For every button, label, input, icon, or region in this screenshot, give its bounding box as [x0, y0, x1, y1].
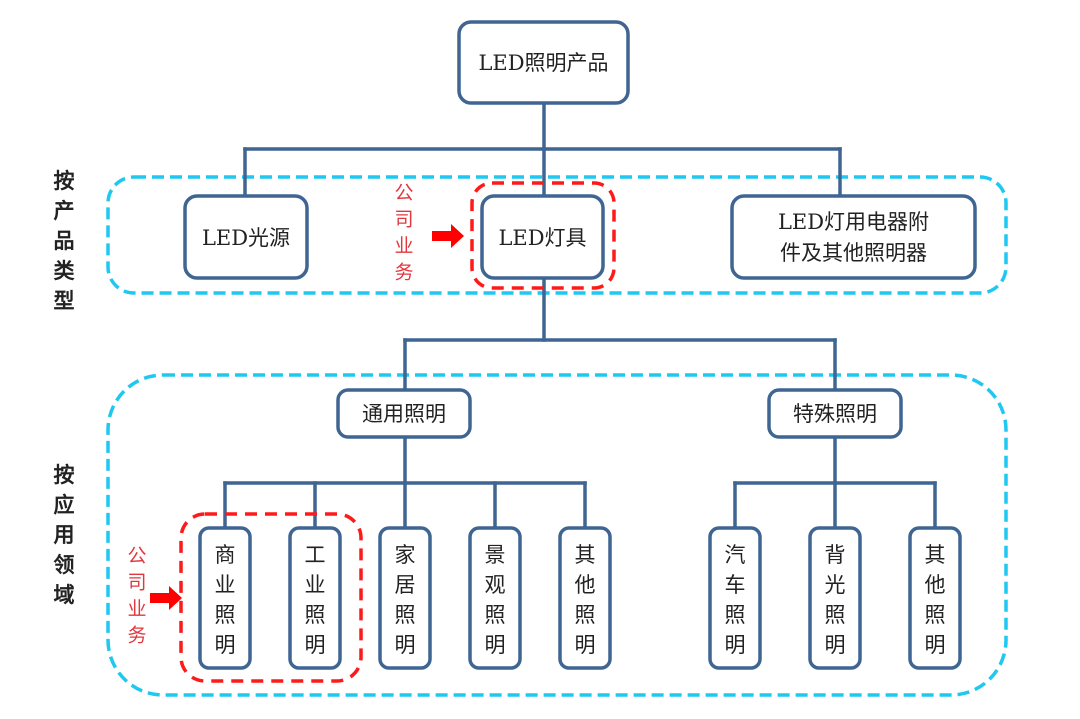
leaf-node-char: 景 [485, 543, 506, 567]
root-node[interactable]: LED照明产品 [457, 20, 630, 105]
company-business-highlight-fixtures [470, 181, 616, 290]
leaf-node-char: 明 [925, 633, 946, 657]
label-char: 按 [54, 462, 75, 487]
leaf-node-char: 照 [725, 603, 746, 627]
leaf-node-char: 汽 [725, 543, 746, 567]
leaf-node-char: 照 [395, 603, 416, 627]
leaf-node-char: 其 [575, 543, 596, 567]
node-led-accessories[interactable]: LED灯用电器附 件及其他照明器 [730, 194, 977, 280]
leaf-node-char: 明 [305, 633, 326, 657]
root-node-label: LED照明产品 [478, 51, 608, 75]
leaf-node[interactable]: 其他照明 [558, 526, 612, 670]
node-special-lighting-label: 特殊照明 [793, 402, 877, 426]
label-char: 公 [127, 545, 146, 567]
leaf-node-char: 观 [485, 573, 506, 597]
leaf-node[interactable]: 其他照明 [908, 526, 962, 670]
node-led-fixtures[interactable]: LED灯具 [480, 194, 605, 280]
leaf-node-char: 他 [925, 573, 946, 597]
leaf-node-char: 明 [395, 633, 416, 657]
node-special-lighting[interactable]: 特殊照明 [767, 388, 903, 439]
leaf-node-char: 明 [485, 633, 506, 657]
label-char: 务 [127, 625, 146, 647]
leaf-node-char: 照 [825, 603, 846, 627]
node-led-accessories-label-line2: 件及其他照明器 [780, 241, 927, 265]
node-led-light-source[interactable]: LED光源 [183, 194, 309, 280]
leaf-node-char: 业 [305, 573, 326, 597]
leaf-node-char: 背 [825, 543, 846, 567]
leaf-node-char: 照 [305, 603, 326, 627]
node-led-fixtures-label: LED灯具 [498, 226, 586, 250]
leaf-node-char: 他 [575, 573, 596, 597]
label-char: 业 [394, 235, 413, 257]
leaf-node-char: 明 [575, 633, 596, 657]
leaf-node-char: 明 [825, 633, 846, 657]
leaf-node-char: 明 [725, 633, 746, 657]
leaf-node-char: 明 [215, 633, 236, 657]
node-led-accessories-label-line1: LED灯用电器附 [778, 210, 929, 234]
arrow-right-icon [432, 224, 464, 248]
label-char: 产 [54, 198, 75, 223]
leaf-node-char: 业 [215, 573, 236, 597]
leaf-node-char: 照 [575, 603, 596, 627]
node-general-lighting-label: 通用照明 [362, 402, 446, 426]
leaf-node-char: 其 [925, 543, 946, 567]
label-char: 务 [394, 262, 413, 284]
label-char: 型 [54, 288, 75, 313]
leaf-node-char: 光 [825, 573, 846, 597]
leaf-node-char: 商 [215, 543, 236, 567]
company-business-highlight-commercial-industrial [179, 512, 363, 683]
label-char: 类 [54, 258, 76, 283]
connectors [223, 101, 937, 530]
leaf-node-char: 照 [925, 603, 946, 627]
label-char: 应 [54, 492, 75, 517]
application-group-box [106, 373, 1008, 697]
leaf-node-char: 车 [725, 573, 746, 597]
label-char: 品 [54, 228, 75, 253]
arrow-right-icon [150, 586, 182, 610]
leaf-node-char: 家 [395, 543, 416, 567]
label-char: 域 [54, 582, 75, 607]
node-led-light-source-label: LED光源 [202, 226, 290, 250]
leaf-node-char: 居 [395, 573, 416, 597]
label-char: 领 [54, 552, 75, 577]
leaf-node-char: 照 [215, 603, 236, 627]
product-type-group-box [106, 175, 1008, 295]
label-char: 用 [54, 522, 75, 547]
label-char: 按 [54, 168, 75, 193]
leaf-node-char: 工 [305, 543, 326, 567]
node-general-lighting[interactable]: 通用照明 [336, 388, 472, 439]
label-char: 司 [127, 572, 146, 594]
label-char: 司 [394, 209, 413, 231]
leaf-node-char: 照 [485, 603, 506, 627]
label-char: 公 [394, 182, 413, 204]
label-char: 业 [127, 598, 146, 620]
